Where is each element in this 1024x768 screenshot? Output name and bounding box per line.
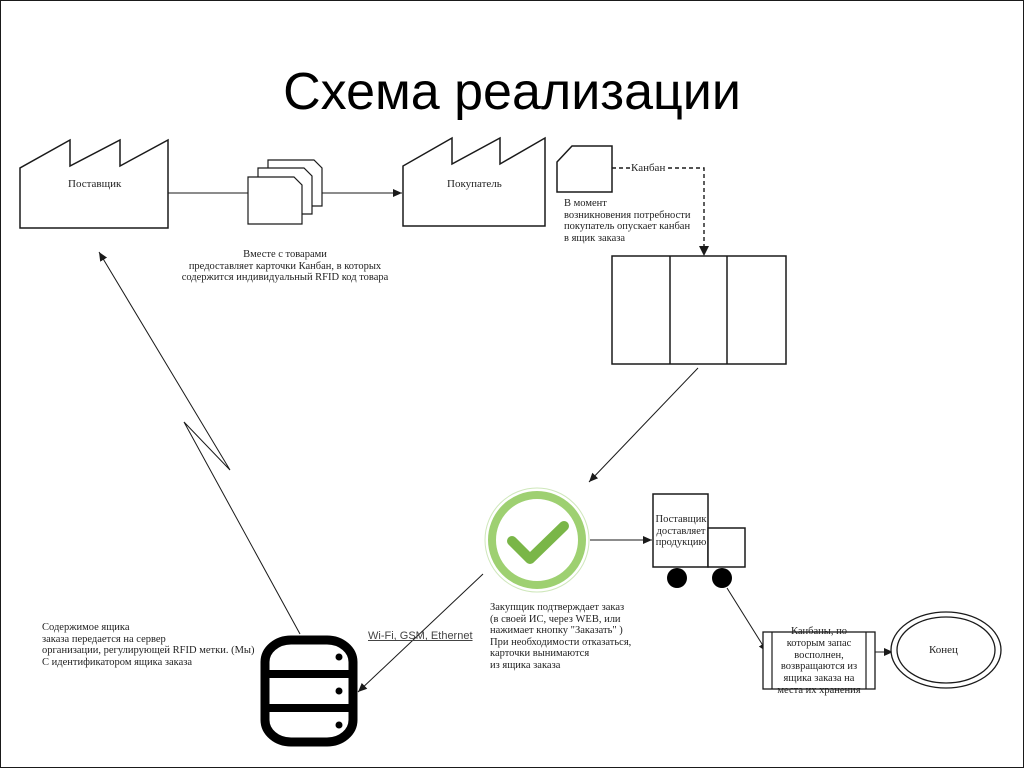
moment-note: В момент возникновения потребности покуп…: [564, 198, 691, 244]
truck-icon: [652, 493, 746, 588]
kanban-label: Канбан: [630, 162, 667, 174]
database-to-supplier-wireless: [98, 251, 301, 635]
check-icon: [484, 487, 590, 593]
order-box-icon: [611, 255, 787, 365]
kanban-card-icon: [556, 145, 613, 193]
supplier-factory-icon: [19, 138, 169, 229]
box-contents-note: Содержимое ящика заказа передается на се…: [42, 622, 255, 668]
kanban-arrowhead: [699, 246, 709, 256]
buyer-label: Покупатель: [447, 178, 502, 190]
check-to-database-arrow: [357, 573, 484, 693]
box-to-check-arrow: [588, 367, 699, 483]
end-label: Конец: [929, 644, 958, 656]
truck-label: Поставщик доставляет продукцию: [655, 514, 707, 548]
truck-to-return-arrow: [726, 587, 768, 653]
returned-note: Канбаны, по которым запас восполнен, воз…: [777, 626, 861, 696]
supplier-label: Поставщик: [68, 178, 122, 190]
confirm-note: Закупщик подтверждает заказ (в своей ИС,…: [490, 602, 632, 671]
buyer-factory-icon: [402, 136, 546, 227]
connection-label: Wi-Fi, GSM, Ethernet: [368, 630, 473, 642]
documents-icon: [247, 159, 323, 225]
end-ellipse: [890, 611, 1002, 689]
with-goods-note: Вместе с товарами предоставляет карточки…: [181, 249, 389, 283]
returned-kanban-box: [762, 631, 876, 690]
page-title: Схема реализации: [283, 63, 741, 121]
database-icon: [260, 635, 358, 747]
